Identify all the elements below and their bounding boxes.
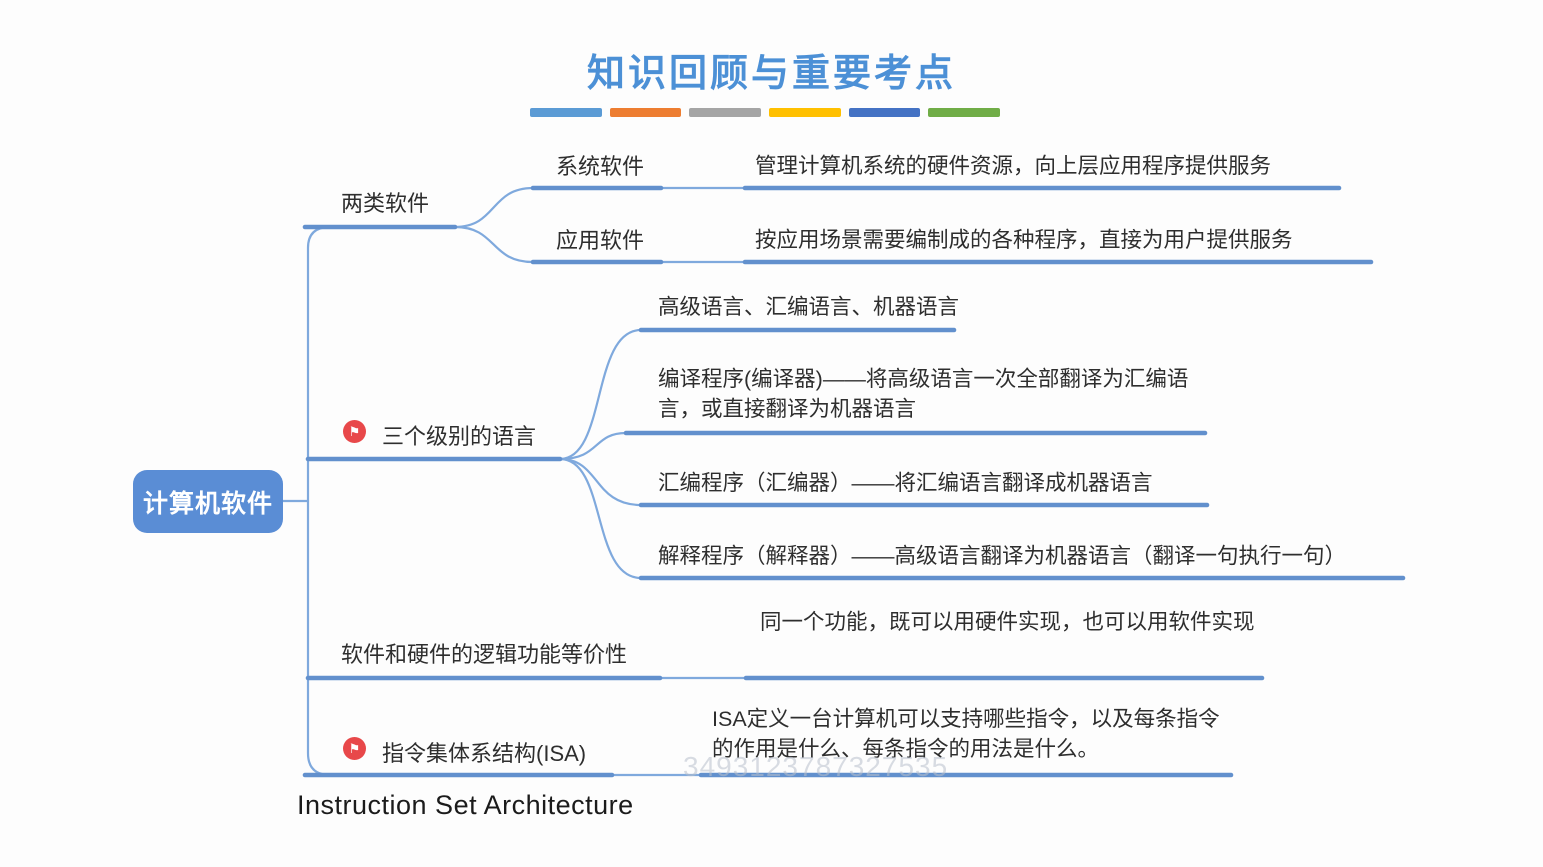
node-system-software-desc: 管理计算机系统的硬件资源，向上层应用程序提供服务 xyxy=(755,154,1272,178)
node-compiler-desc: 编译程序(编译器)——将高级语言一次全部翻译为汇编语言，或直接翻译为机器语言 xyxy=(658,367,1189,421)
root-node: 计算机软件 xyxy=(133,470,283,533)
flag-glyph: ⚑ xyxy=(348,741,361,756)
node-assembler-desc: 汇编程序（汇编器）——将汇编语言翻译成机器语言 xyxy=(658,471,1153,495)
divider-bar-blue xyxy=(530,108,602,117)
branch-isa-label: 指令集体系结构(ISA) xyxy=(382,741,587,766)
node-interpreter-desc: 解释程序（解释器）——高级语言翻译为机器语言（翻译一句执行一句） xyxy=(658,544,1347,568)
divider-bar-green xyxy=(928,108,1001,117)
fork-two-types-down xyxy=(453,225,535,264)
trunk-line xyxy=(306,225,332,777)
node-application-software-label: 应用软件 xyxy=(556,228,645,253)
node-isa-desc: ISA定义一台计算机可以支持哪些指令，以及每条指令的作用是什么、每条指令的用法是… xyxy=(712,707,1220,761)
divider-bar-yellow xyxy=(769,108,841,117)
title-divider xyxy=(530,108,1001,118)
divider-bar-navy xyxy=(848,108,921,117)
divider-bar-gray xyxy=(689,108,762,117)
flag-icon: ⚑ xyxy=(343,420,366,443)
node-application-software-desc: 按应用场景需要编制成的各种程序，直接为用户提供服务 xyxy=(755,228,1293,252)
node-system-software-label: 系统软件 xyxy=(556,154,645,179)
fork-languages-1 xyxy=(558,328,643,461)
branch-equivalence-label: 软件和硬件的逻辑功能等价性 xyxy=(341,642,628,667)
node-language-levels-desc: 高级语言、汇编语言、机器语言 xyxy=(658,295,960,319)
fork-languages-3 xyxy=(558,457,643,507)
footnote-isa-english: Instruction Set Architecture xyxy=(297,790,634,820)
branch-two-types-label: 两类软件 xyxy=(341,191,430,216)
divider-bar-orange xyxy=(609,108,682,117)
watermark-text: 3493123787327535 xyxy=(683,751,949,782)
page-title: 知识回顾与重要考点 xyxy=(586,50,956,95)
node-equivalence-desc: 同一个功能，既可以用硬件实现，也可以用软件实现 xyxy=(760,610,1255,634)
fork-languages-4 xyxy=(558,457,643,580)
flag-glyph: ⚑ xyxy=(348,424,361,439)
fork-languages-2 xyxy=(558,431,628,461)
branch-three-languages-label: 三个级别的语言 xyxy=(382,424,537,449)
fork-two-types-up xyxy=(453,186,535,229)
flag-icon: ⚑ xyxy=(343,737,366,760)
